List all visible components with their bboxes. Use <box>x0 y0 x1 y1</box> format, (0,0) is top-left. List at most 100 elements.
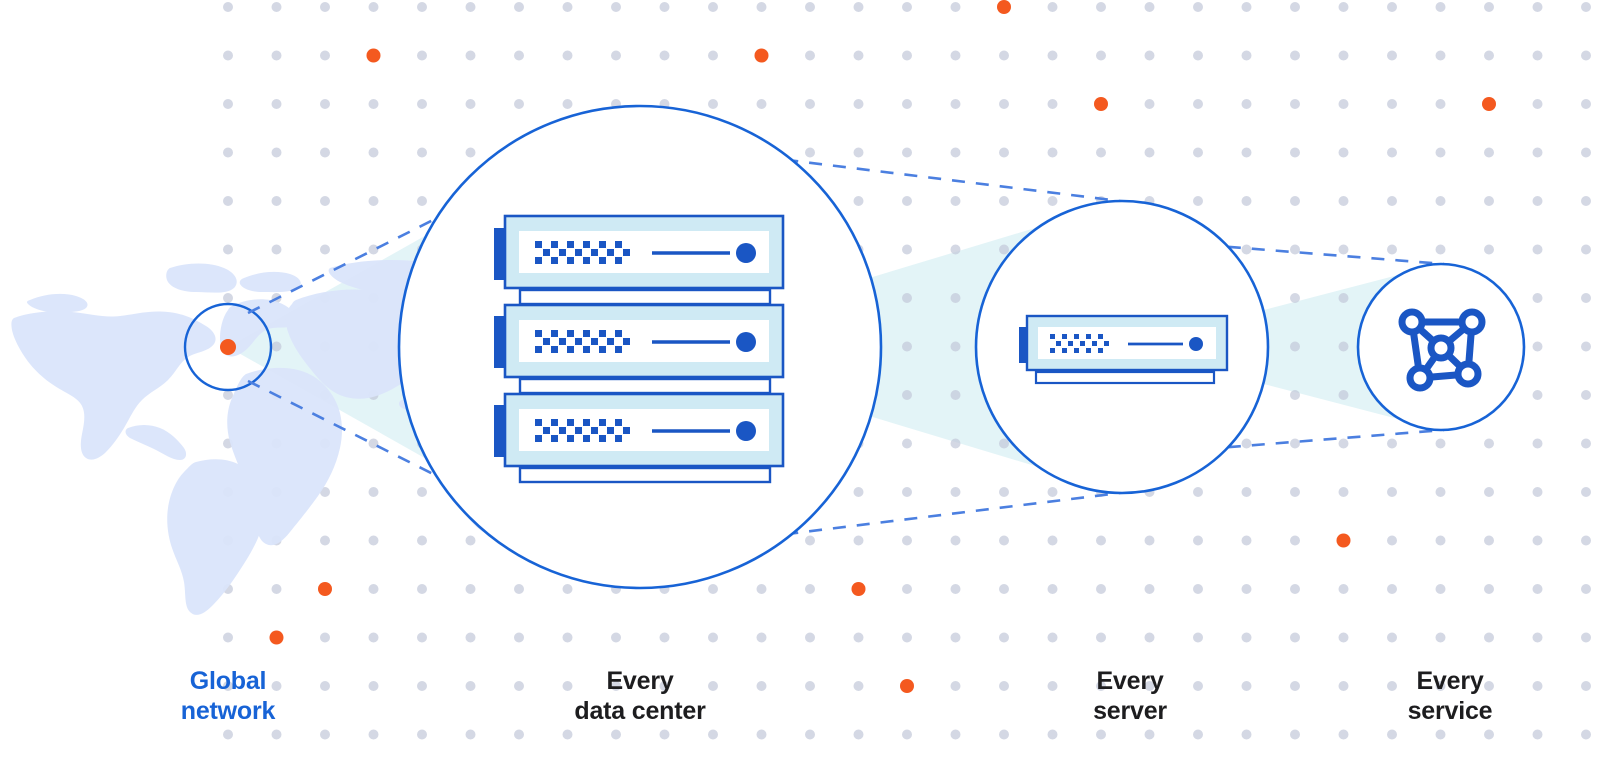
grid-dot <box>756 2 767 12</box>
grid-dot <box>1290 535 1300 546</box>
grid-dot <box>1387 99 1397 109</box>
grid-dot <box>1532 147 1543 158</box>
grid-dot <box>999 147 1009 158</box>
label-line-1: Global <box>189 667 267 695</box>
grid-dot <box>902 632 912 643</box>
grid-dot <box>805 584 815 594</box>
grid-dot <box>1047 632 1058 643</box>
grid-dot <box>368 196 379 206</box>
grid-dot <box>1144 681 1155 691</box>
grid-dot-highlight <box>366 48 381 63</box>
grid-dot <box>271 99 282 109</box>
grid-dot <box>1581 632 1591 643</box>
grid-dot <box>1387 535 1397 546</box>
grid-dot <box>1387 196 1397 206</box>
grid-dot <box>1435 244 1446 255</box>
grid-dot <box>1532 293 1543 303</box>
grid-dot <box>950 99 961 109</box>
grid-dot <box>1484 196 1494 206</box>
grid-dot <box>708 2 718 12</box>
grid-dot <box>1338 99 1349 109</box>
grid-dot <box>1241 50 1252 61</box>
grid-dot <box>1241 99 1252 109</box>
grid-dot <box>1435 535 1446 546</box>
grid-dot <box>999 244 1009 255</box>
grid-dot <box>1290 147 1300 158</box>
grid-dot <box>902 341 912 352</box>
grid-dot <box>1047 2 1058 12</box>
grid-dot <box>659 632 670 643</box>
grid-dot <box>1144 584 1155 594</box>
grid-dot <box>902 50 912 61</box>
grid-dot <box>1290 681 1300 691</box>
grid-dot <box>1096 681 1106 691</box>
grid-dot <box>950 535 961 546</box>
grid-dot <box>853 681 864 691</box>
grid-dot <box>902 390 912 400</box>
grid-dot <box>611 632 621 643</box>
grid-dot <box>1532 438 1543 449</box>
grid-dot <box>1047 50 1058 61</box>
grid-dot <box>1096 147 1106 158</box>
grid-dot <box>1047 147 1058 158</box>
grid-dot <box>902 147 912 158</box>
grid-dot <box>950 147 961 158</box>
grid-dot <box>1338 584 1349 594</box>
grid-dot <box>223 293 233 303</box>
grid-dot <box>1532 50 1543 61</box>
grid-dot <box>708 632 718 643</box>
grid-dot <box>368 632 379 643</box>
grid-dot <box>1241 584 1252 594</box>
grid-dot <box>1338 341 1349 352</box>
grid-dot <box>1581 535 1591 546</box>
grid-dot <box>368 438 379 449</box>
grid-dot <box>1532 729 1543 740</box>
grid-dot <box>271 147 282 158</box>
grid-dot <box>1338 50 1349 61</box>
grid-dot <box>1338 2 1349 12</box>
grid-dot <box>514 584 524 594</box>
grid-dot <box>1435 487 1446 497</box>
grid-dot <box>708 584 718 594</box>
grid-dot <box>1193 196 1203 206</box>
status-led-icon <box>1189 337 1203 351</box>
grid-dot <box>320 729 330 740</box>
grid-dot <box>1338 147 1349 158</box>
grid-dot <box>1581 244 1591 255</box>
grid-dot <box>805 2 815 12</box>
grid-dot <box>805 50 815 61</box>
grid-dot <box>1290 487 1300 497</box>
grid-dot <box>1484 50 1494 61</box>
grid-dot <box>1096 584 1106 594</box>
grid-dot <box>514 50 524 61</box>
grid-dot <box>1241 632 1252 643</box>
grid-dot <box>562 632 573 643</box>
grid-dot <box>320 244 330 255</box>
grid-dot <box>999 196 1009 206</box>
grid-dot <box>1435 99 1446 109</box>
grid-dot <box>611 50 621 61</box>
grid-dot <box>223 681 233 691</box>
grid-dot <box>902 438 912 449</box>
grid-dot <box>1484 487 1494 497</box>
grid-dot <box>1581 681 1591 691</box>
grid-dot <box>1047 729 1058 740</box>
grid-dot <box>1532 2 1543 12</box>
grid-dot <box>223 632 233 643</box>
grid-dot <box>514 99 524 109</box>
grid-dot <box>1532 487 1543 497</box>
location-marker-icon <box>220 339 236 355</box>
grid-dot <box>1387 50 1397 61</box>
grid-dot <box>999 487 1009 497</box>
status-led-icon <box>736 243 756 263</box>
grid-dot <box>1338 390 1349 400</box>
grid-dot <box>950 196 961 206</box>
label-line-1: Every <box>606 667 674 695</box>
grid-dot <box>320 535 330 546</box>
grid-dot <box>1484 147 1494 158</box>
grid-dot <box>562 584 573 594</box>
grid-dot <box>465 99 476 109</box>
grid-dot <box>1290 729 1300 740</box>
grid-dot <box>1290 293 1300 303</box>
grid-dot <box>1532 535 1543 546</box>
